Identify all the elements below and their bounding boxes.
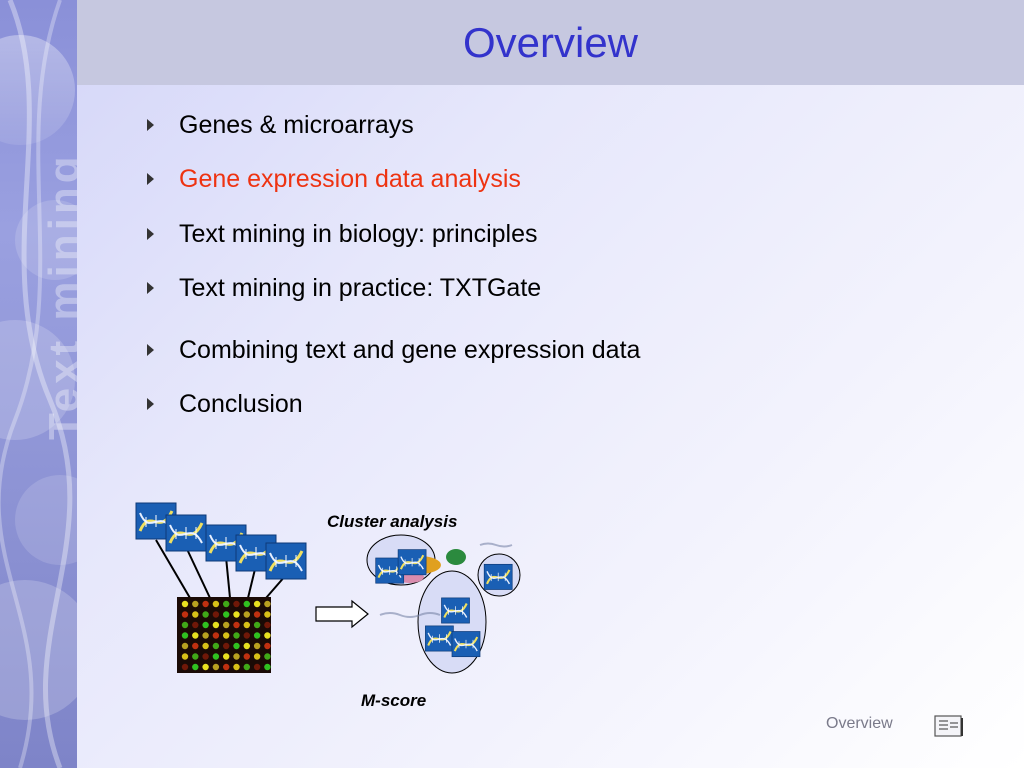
- microarray-spot: [233, 621, 240, 629]
- microarray-spot: [264, 653, 271, 660]
- microarray-spot: [243, 663, 250, 671]
- microarray-spot: [253, 621, 261, 629]
- microarray-spot: [264, 611, 271, 618]
- microarray-spot: [253, 663, 261, 671]
- microarray-spot: [212, 653, 220, 660]
- microarray-spot: [212, 611, 220, 618]
- microarray-spot: [192, 632, 199, 639]
- bullet-label: Genes & microarrays: [179, 110, 414, 139]
- list-item: Combining text and gene expression data: [145, 333, 640, 367]
- microarray-spot: [253, 632, 261, 639]
- slide-list-icon[interactable]: [934, 715, 964, 737]
- microarray-spot: [264, 642, 271, 650]
- bullet-label: Text mining in biology: principles: [179, 219, 538, 248]
- microarray-spot: [181, 663, 189, 671]
- microarray-spot: [243, 611, 250, 618]
- sidebar-watermark-text: Text mining: [40, 152, 77, 440]
- dna-card-icon: [264, 541, 308, 581]
- microarray-spot: [264, 621, 271, 629]
- dna-watermark-icon: [0, 0, 77, 768]
- list-item: Genes & microarrays: [145, 108, 414, 142]
- microarray-spot: [223, 653, 230, 660]
- microarray-spot: [192, 611, 199, 618]
- microarray-spot: [243, 653, 250, 660]
- microarray-spot: [223, 642, 230, 650]
- microarray-spot: [202, 653, 209, 660]
- microarray-spot: [181, 653, 189, 660]
- microarray-spot: [253, 642, 261, 650]
- sidebar-decoration: Text mining: [0, 0, 77, 768]
- title-bar: [77, 0, 1024, 85]
- microarray-spot: [202, 621, 209, 629]
- microarray-spot: [253, 653, 261, 660]
- cluster-analysis-caption: Cluster analysis: [327, 512, 458, 531]
- page-title: Overview: [462, 19, 639, 66]
- microarray-spot: [181, 642, 189, 650]
- analysis-figure: [134, 501, 521, 674]
- microarray-spot: [253, 611, 261, 618]
- bullet-arrow-icon: [147, 344, 154, 356]
- microarray-spot: [192, 642, 199, 650]
- microarray-spot: [212, 663, 220, 671]
- microarray-spot: [223, 611, 230, 618]
- microarray-spot: [212, 600, 220, 608]
- microarray-spot: [181, 621, 189, 629]
- microarray-spot: [243, 600, 250, 608]
- microarray-spot: [223, 632, 230, 639]
- microarray-spot: [202, 600, 209, 608]
- microarray-icon: [177, 597, 271, 673]
- bullet-label: Gene expression data analysis: [179, 164, 521, 193]
- microarray-spot: [181, 600, 189, 608]
- arrow-right-icon: [315, 599, 369, 629]
- bullet-arrow-icon: [147, 228, 154, 240]
- microarray-spot: [233, 663, 240, 671]
- microarray-spot: [212, 632, 220, 639]
- microarray-spot: [202, 632, 209, 639]
- microarray-spot: [264, 600, 271, 608]
- microarray-spot: [233, 642, 240, 650]
- microarray-spot: [181, 611, 189, 618]
- microarray-spot: [192, 621, 199, 629]
- microarray-spot: [212, 642, 220, 650]
- microarray-spot: [192, 663, 199, 671]
- microarray-spot: [212, 621, 220, 629]
- footer-section-label[interactable]: Overview: [826, 715, 893, 732]
- microarray-spot: [202, 642, 209, 650]
- list-item: Conclusion: [145, 387, 303, 421]
- microarray-spot: [202, 663, 209, 671]
- microarray-spot: [253, 600, 261, 608]
- microarray-spot: [192, 653, 199, 660]
- microarray-spot: [264, 663, 271, 671]
- microarray-spot: [223, 621, 230, 629]
- microarray-spot: [192, 600, 199, 608]
- microarray-spot: [233, 632, 240, 639]
- bullet-arrow-icon: [147, 173, 154, 185]
- bullet-label: Conclusion: [179, 389, 303, 418]
- microarray-spot: [223, 663, 230, 671]
- microarray-spot: [202, 611, 209, 618]
- microarray-spot: [181, 632, 189, 639]
- bullet-arrow-icon: [147, 119, 154, 131]
- microarray-spot: [243, 642, 250, 650]
- bullet-label: Combining text and gene expression data: [179, 335, 641, 364]
- bullet-arrow-icon: [147, 398, 154, 410]
- list-item: Text mining in biology: principles: [145, 217, 538, 251]
- microarray-spot: [264, 632, 271, 639]
- microarray-spot: [243, 621, 250, 629]
- m-score-caption: M-score: [361, 691, 427, 710]
- bullet-label: Text mining in practice: TXTGate: [179, 273, 542, 302]
- list-item: Text mining in practice: TXTGate: [145, 271, 541, 305]
- microarray-spot: [233, 653, 240, 660]
- microarray-spot: [233, 600, 240, 608]
- list-item: Gene expression data analysis: [145, 162, 521, 196]
- microarray-spot: [223, 600, 230, 608]
- microarray-spot: [243, 632, 250, 639]
- bullet-arrow-icon: [147, 282, 154, 294]
- dna-card-icon: [164, 513, 208, 553]
- microarray-spot: [233, 611, 240, 618]
